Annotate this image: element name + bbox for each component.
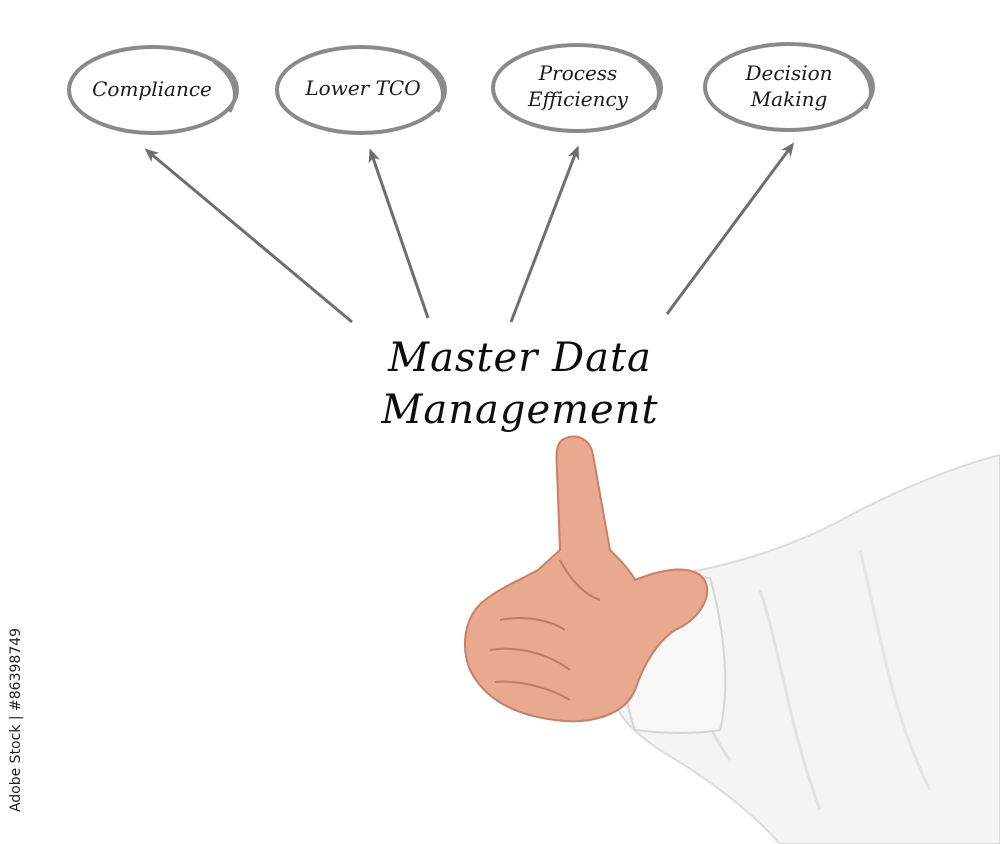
benefit-process-efficiency-line2: Efficiency — [528, 87, 628, 111]
stock-id-text: Adobe Stock | #86398749 — [8, 627, 24, 813]
stock-id-watermark: Adobe Stock | #86398749 — [6, 612, 26, 832]
benefit-process-efficiency-line1: Process — [538, 61, 618, 85]
benefit-label-compliance: Compliance — [72, 76, 232, 102]
ellipse-process-efficiency — [491, 43, 663, 133]
benefit-label-decision-making: Decision Making — [709, 60, 869, 112]
benefit-decision-making-line2: Making — [750, 87, 828, 111]
hand — [464, 435, 709, 723]
central-concept-title: Master Data Management — [300, 332, 740, 436]
pointing-hand-image — [464, 435, 1000, 844]
ellipse-lower-tco — [275, 45, 447, 135]
ellipse-decision-making — [703, 42, 875, 132]
benefit-label-lower-tco: Lower TCO — [283, 75, 443, 101]
benefit-compliance-line1: Compliance — [92, 77, 212, 101]
arrow-to-decision-making — [665, 142, 795, 315]
arrow-to-lower-tco — [368, 148, 430, 319]
benefit-decision-making-line1: Decision — [745, 61, 833, 85]
ellipse-compliance — [67, 45, 239, 135]
benefit-label-process-efficiency: Process Efficiency — [498, 60, 658, 112]
central-concept-line1: Master Data — [388, 335, 652, 381]
arrow-to-process-efficiency — [509, 145, 580, 323]
benefit-lower-tco-line1: Lower TCO — [305, 76, 421, 100]
central-concept-line2: Management — [381, 387, 659, 433]
arrow-to-compliance — [144, 148, 353, 324]
